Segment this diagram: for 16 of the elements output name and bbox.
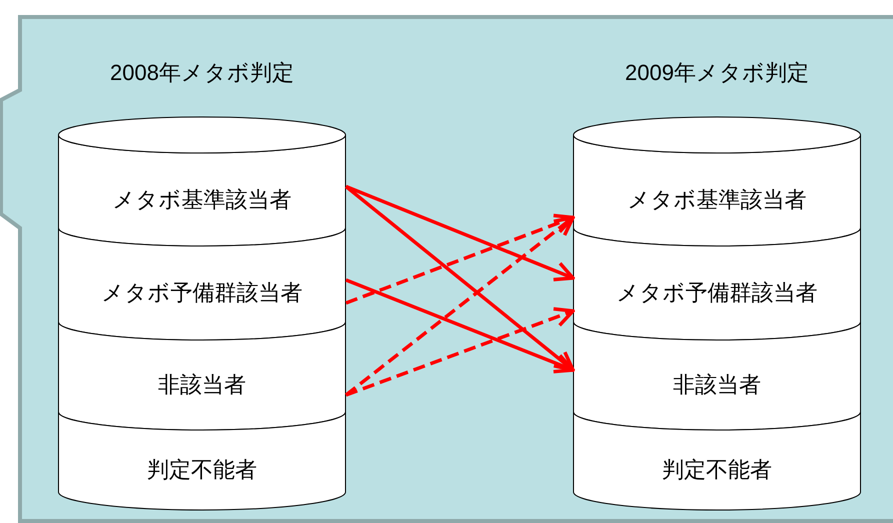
arrow [345, 278, 575, 374]
band-label: 判定不能者 [662, 456, 772, 484]
band-label: メタボ予備群該当者 [102, 279, 302, 307]
band-label: メタボ予備群該当者 [616, 279, 818, 307]
arrow [344, 216, 575, 396]
band-label: 非該当者 [158, 371, 246, 399]
band-label: メタボ基準該当者 [112, 186, 292, 214]
arrow [345, 307, 575, 397]
cylinder-title: 2009年メタボ判定 [624, 59, 810, 87]
band-label: 判定不能者 [147, 456, 257, 484]
band-label: 非該当者 [673, 371, 761, 399]
cylinder-title: 2008年メタボ判定 [109, 59, 295, 87]
arrow [345, 214, 575, 305]
arrow [344, 185, 575, 372]
band-label: メタボ基準該当者 [628, 186, 806, 214]
arrow [345, 184, 575, 282]
